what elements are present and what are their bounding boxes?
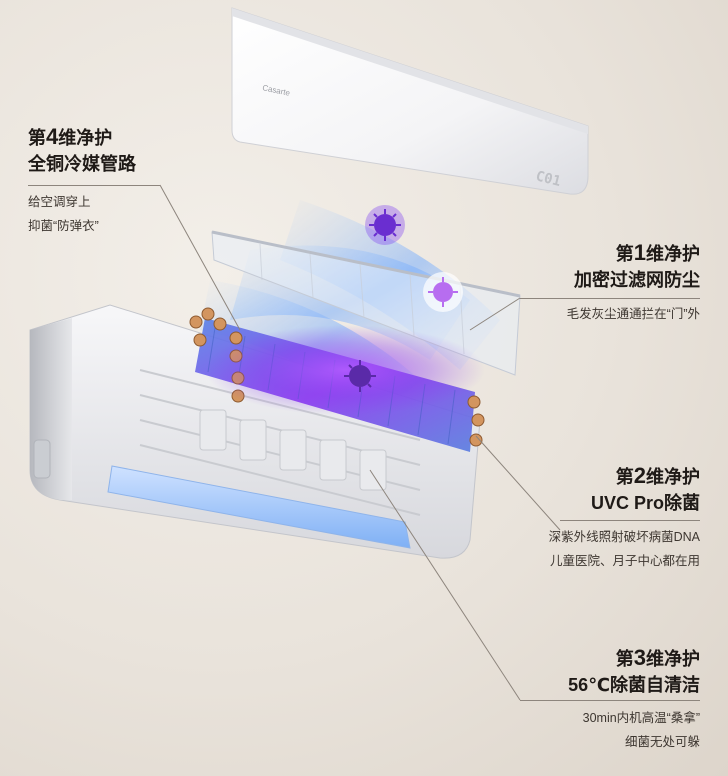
feature-3-divider: [520, 700, 700, 701]
feature-3: 第3维净护 56℃除菌自清洁: [500, 645, 700, 698]
leader-line-4: [159, 184, 241, 331]
feature-2-divider: [560, 520, 700, 521]
virus-icon-coil: [344, 360, 376, 392]
feature-3-description: 30min内机高温“桑拿” 细菌无处可躲: [582, 711, 700, 749]
feature-2-heading: 第2维净护: [615, 463, 700, 488]
feature-2-description: 深紫外线照射破坏病菌DNA 儿童医院、月子中心都在用: [548, 530, 700, 568]
indoor-unit-body: [29, 304, 481, 559]
leader-line-2: [475, 435, 561, 531]
feature-1: 第1维净护 加密过滤网防尘: [500, 240, 700, 293]
virus-icon-top: [365, 205, 405, 245]
feature-4-title: 全铜冷媒管路: [28, 154, 136, 174]
feature-2-title: UVC Pro除菌: [590, 493, 700, 513]
feature-3-heading: 第3维净护: [615, 645, 700, 670]
blue-louver: [107, 465, 411, 549]
feature-2: 第2维净护 UVC Pro除菌: [500, 463, 700, 516]
feature-1-title: 加密过滤网防尘: [574, 270, 700, 290]
feature-4-heading: 第4维净护: [28, 124, 113, 149]
feature-4-description: 给空调穿上 抑菌“防弹衣”: [28, 195, 99, 233]
feature-4: 第4维净护 全铜冷媒管路: [28, 124, 208, 177]
virus-icon-filter: [423, 272, 463, 312]
front-panel: Casarte C01: [231, 7, 589, 195]
feature-4-divider: [28, 185, 160, 186]
leader-line-1: [469, 297, 521, 331]
feature-3-title: 56℃除菌自清洁: [568, 675, 700, 695]
uv-glow: [205, 325, 485, 415]
leader-line-3: [369, 469, 521, 701]
feature-1-description: 毛发灰尘通通拦在“门”外: [566, 307, 700, 321]
display-readout: C01: [534, 168, 562, 190]
feature-1-heading: 第1维净护: [615, 240, 700, 265]
feature-1-divider: [520, 298, 700, 299]
leader-lines: [159, 184, 561, 701]
